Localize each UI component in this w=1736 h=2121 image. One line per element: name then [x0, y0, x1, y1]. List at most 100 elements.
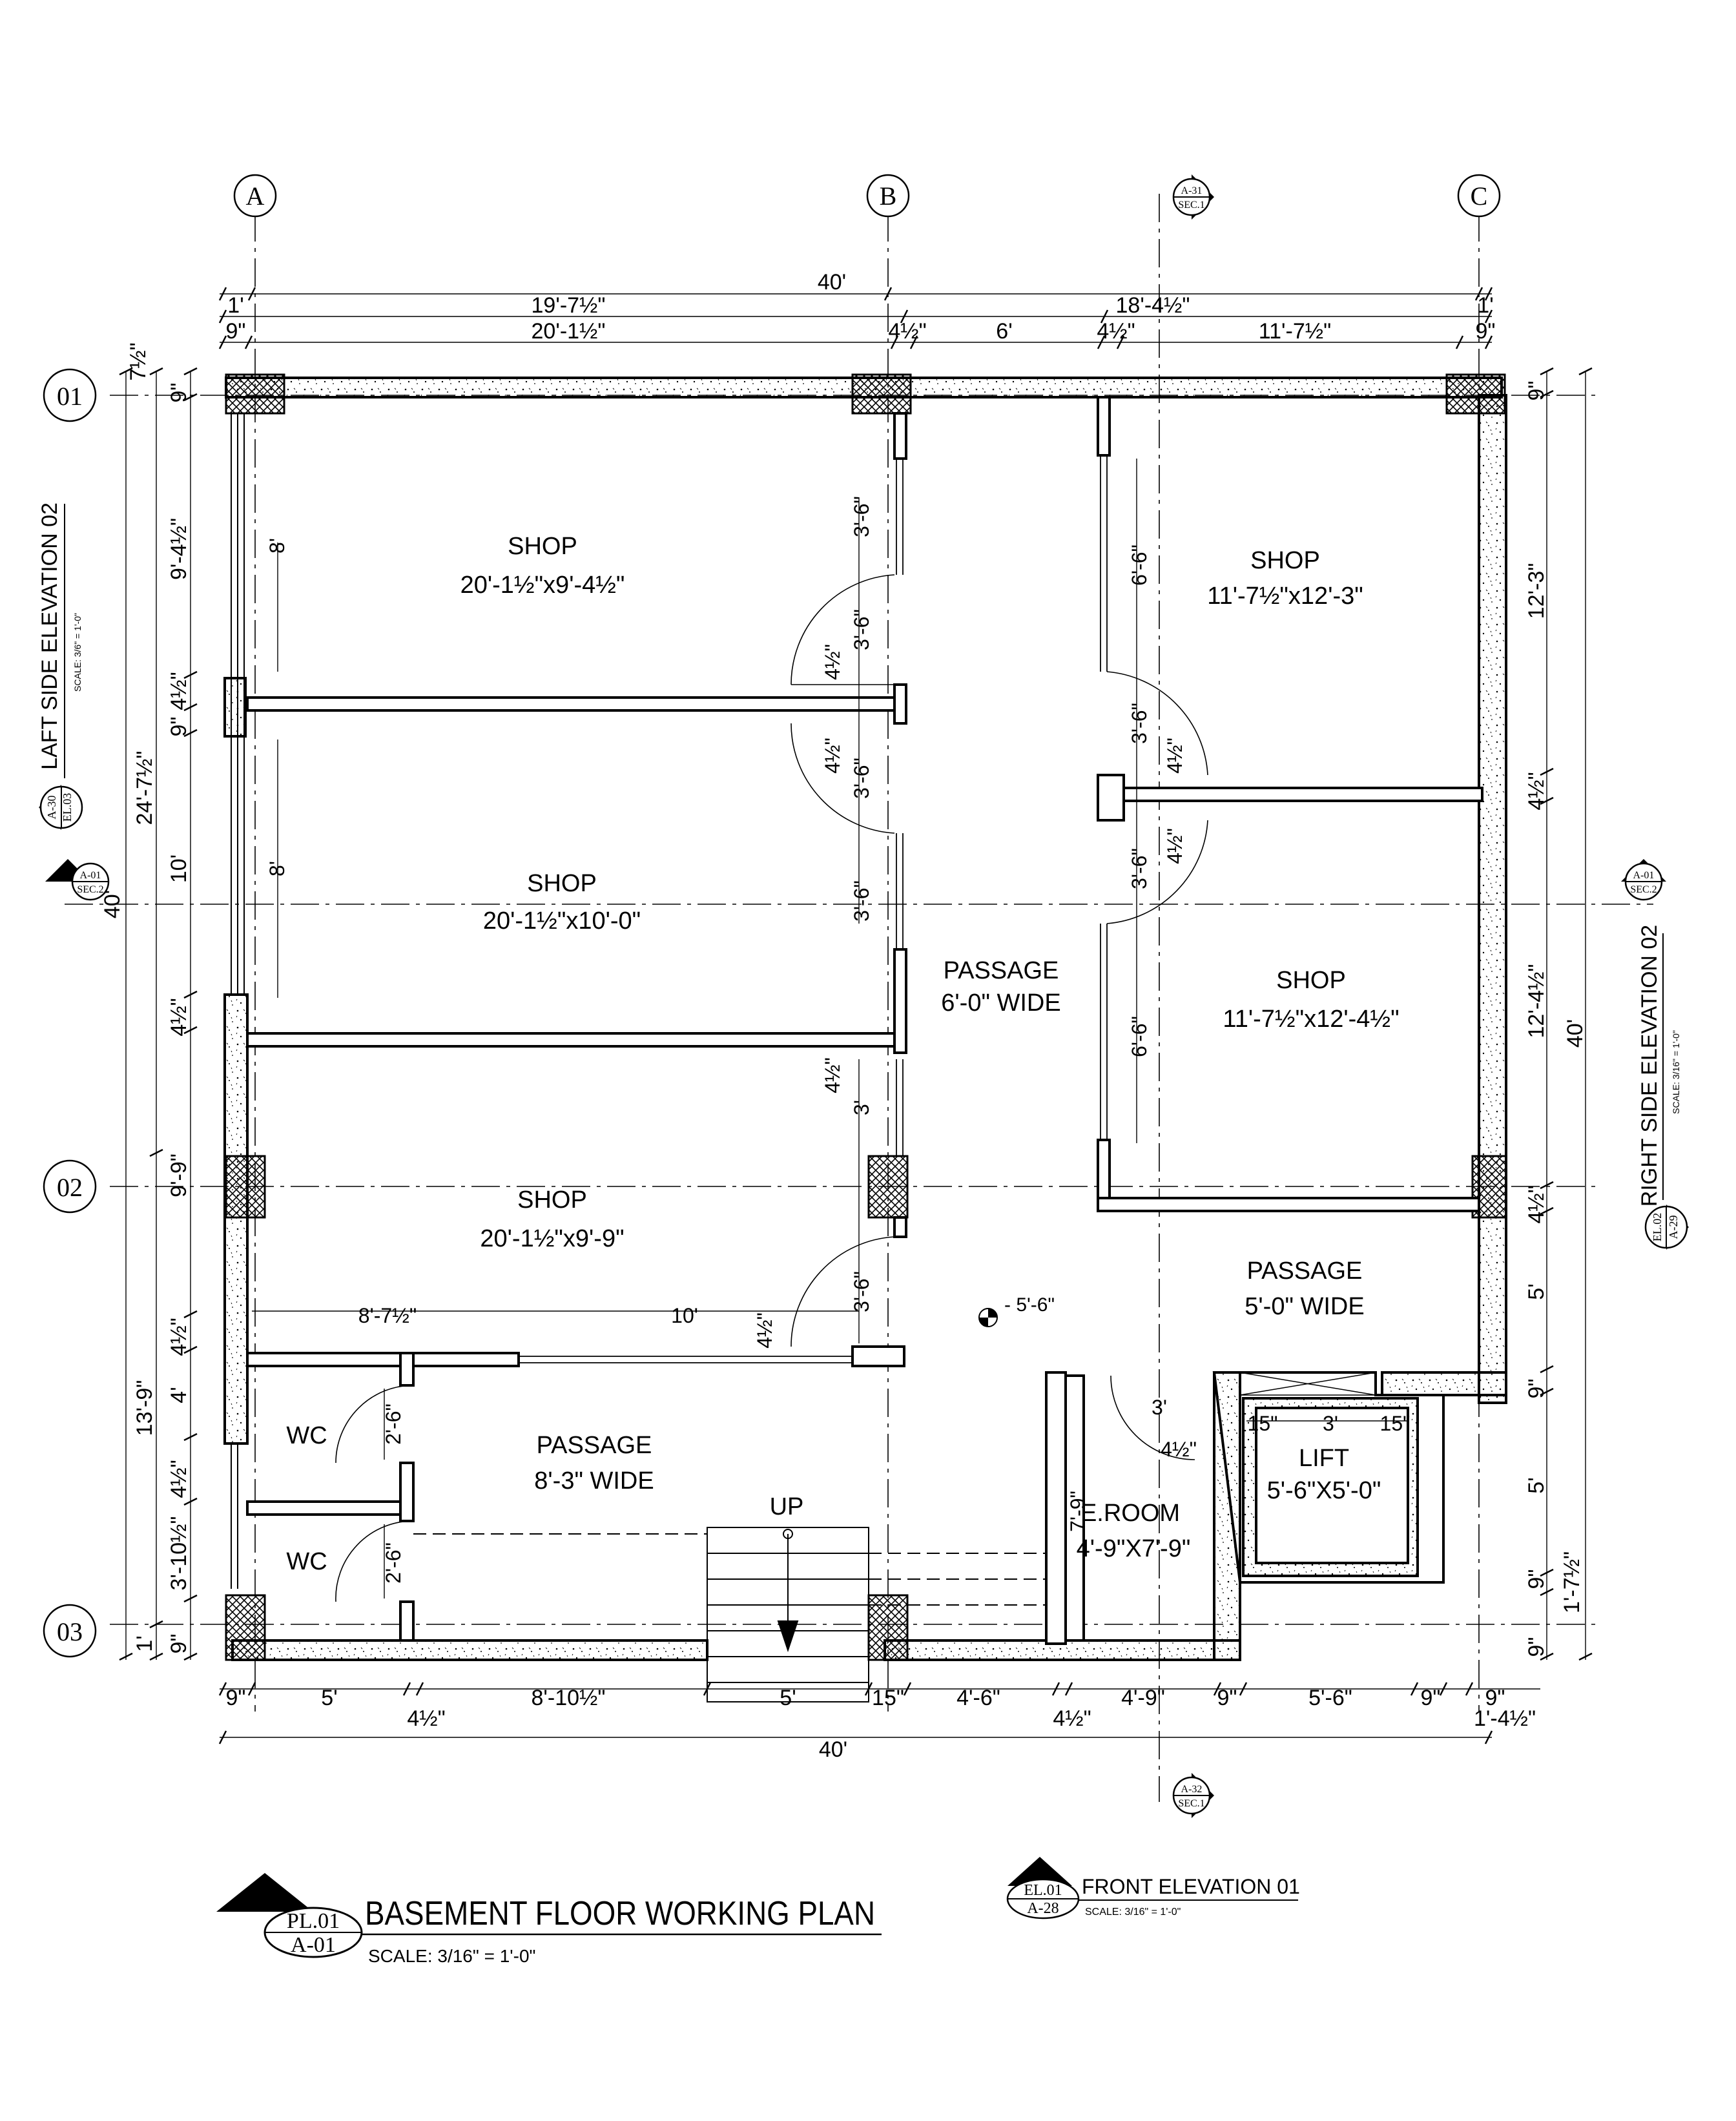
svg-text:10': 10' [671, 1304, 698, 1327]
svg-text:3': 3' [850, 1100, 873, 1115]
svg-text:3': 3' [1152, 1396, 1167, 1419]
svg-text:A-32: A-32 [1181, 1784, 1203, 1795]
svg-text:1'-7½": 1'-7½" [1560, 1551, 1584, 1613]
passage-bottom-size: 8'-3" WIDE [534, 1467, 654, 1495]
grid-bubble-03: 03 [43, 1604, 97, 1658]
svg-text:4½": 4½" [1161, 1438, 1197, 1461]
svg-text:EL.03: EL.03 [61, 793, 74, 822]
svg-text:SEC.2: SEC.2 [77, 884, 103, 895]
plan-scale: SCALE: 3/16" = 1'-0" [368, 1946, 535, 1966]
svg-text:7'-9": 7'-9" [1066, 1491, 1090, 1532]
svg-text:20'-1½": 20'-1½" [532, 319, 606, 344]
svg-text:6'-6": 6'-6" [1128, 544, 1151, 586]
section-marker-right: A-01 SEC.2 [1621, 859, 1666, 901]
dim-text-interior: 8' 8' 3'-6" 3'-6" 4½" 4½" 3'-6" 3'-6" 4½… [265, 496, 1410, 1584]
svg-text:9": 9" [1524, 1637, 1549, 1657]
svg-text:4½": 4½" [753, 1312, 776, 1349]
dim-text-bottom: 9" 5' 4½" 8'-10½" 5' 15" 4'-6" 4½" 4'-9"… [226, 1686, 1536, 1762]
svg-text:4½": 4½" [167, 998, 191, 1036]
svg-text:40': 40' [819, 1737, 847, 1762]
dimension-ticks [119, 287, 1593, 1744]
columns [225, 373, 1507, 1661]
staircase[interactable] [413, 1527, 1046, 1702]
svg-text:B: B [880, 181, 897, 211]
svg-text:1': 1' [227, 293, 243, 318]
lift-door [1239, 1372, 1376, 1396]
svg-text:40': 40' [100, 890, 125, 918]
svg-text:9'-4½": 9'-4½" [167, 518, 191, 580]
svg-text:4½": 4½" [407, 1706, 445, 1731]
grid-bubble-a: A [233, 174, 277, 218]
svg-text:8'-10½": 8'-10½" [532, 1686, 606, 1710]
shop4-name: SHOP [1250, 547, 1320, 574]
svg-text:1'-4½": 1'-4½" [1474, 1706, 1536, 1731]
svg-text:5': 5' [1524, 1477, 1549, 1493]
window-lines [519, 455, 1108, 1363]
svg-text:EL.01: EL.01 [1024, 1882, 1062, 1899]
svg-text:A: A [246, 181, 265, 211]
shop4-size: 11'-7½"x12'-3" [1207, 583, 1363, 610]
dim-text-top: 40' 1' 19'-7½" 18'-4½" 1' 9" 20'-1½" 4½"… [226, 270, 1496, 344]
svg-text:15": 15" [872, 1686, 904, 1710]
svg-text:9": 9" [1476, 319, 1496, 344]
svg-text:3'-6": 3'-6" [850, 758, 873, 799]
passage-right-size: 5'-0" WIDE [1245, 1293, 1364, 1320]
svg-text:A-30: A-30 [45, 796, 58, 820]
passage-main-name: PASSAGE [944, 957, 1059, 984]
svg-text:4½": 4½" [888, 319, 926, 344]
svg-text:2'-6": 2'-6" [382, 1542, 405, 1584]
svg-text:2'-6": 2'-6" [382, 1403, 405, 1445]
stair-up-label: UP [770, 1493, 804, 1520]
shop2-size: 20'-1½"x10'-0" [483, 907, 641, 935]
front-elevation-block: EL.01 A-28 FRONT ELEVATION 01 SCALE: 3/1… [1006, 1857, 1300, 1919]
svg-text:4½": 4½" [1053, 1706, 1091, 1731]
eroom-size: 4'-9"X7'-9" [1077, 1535, 1191, 1562]
svg-text:3'-6": 3'-6" [850, 496, 873, 537]
svg-text:3'-6": 3'-6" [850, 1271, 873, 1312]
dimension-lines [125, 293, 1586, 1738]
room-labels: SHOP 20'-1½"x9'-4½" SHOP 20'-1½"x10'-0" … [286, 533, 1399, 1575]
svg-text:4½": 4½" [1524, 1185, 1549, 1223]
svg-text:12'-3": 12'-3" [1524, 563, 1549, 619]
shop5-size: 11'-7½"x12'-4½" [1223, 1006, 1399, 1033]
svg-text:19'-7½": 19'-7½" [532, 293, 606, 318]
svg-text:4½": 4½" [821, 644, 844, 680]
svg-text:9": 9" [226, 319, 246, 344]
left-elevation-label: A-30 EL.03 LAFT SIDE ELEVATION 02 SCALE:… [37, 502, 83, 830]
shop3-size: 20'-1½"x9'-9" [480, 1225, 624, 1252]
svg-text:9": 9" [167, 1634, 191, 1654]
svg-text:15": 15" [1248, 1412, 1278, 1435]
svg-text:3'-10½": 3'-10½" [167, 1516, 191, 1591]
partition-walls [246, 396, 1483, 1642]
svg-text:9": 9" [226, 1686, 246, 1710]
svg-text:9": 9" [1485, 1686, 1505, 1710]
grid-bubble-02: 02 [43, 1159, 97, 1214]
svg-text:4'-6": 4'-6" [956, 1686, 1000, 1710]
svg-text:8': 8' [265, 861, 289, 876]
grid-bubble-01: 01 [43, 368, 97, 422]
svg-text:6': 6' [996, 319, 1012, 344]
svg-text:- 5'-6": - 5'-6" [1004, 1294, 1055, 1316]
svg-text:4½": 4½" [1163, 828, 1186, 864]
svg-text:SCALE: 3/16" = 1'-0": SCALE: 3/16" = 1'-0" [1085, 1907, 1181, 1918]
svg-text:SEC.2: SEC.2 [1630, 884, 1657, 895]
svg-text:9": 9" [1524, 381, 1549, 401]
section-marker-left: A-01 SEC.2 [45, 859, 110, 901]
title-block: PL.01 A-01 BASEMENT FLOOR WORKING PLAN S… [216, 1873, 882, 1966]
wc1-name: WC [286, 1422, 327, 1449]
passage-main-size: 6'-0" WIDE [941, 989, 1060, 1017]
right-elevation-label: EL.02 A-29 RIGHT SIDE ELEVATION 02 SCALE… [1637, 925, 1689, 1250]
svg-text:FRONT ELEVATION 01: FRONT ELEVATION 01 [1082, 1875, 1300, 1898]
svg-text:1': 1' [1477, 293, 1493, 318]
svg-text:9": 9" [1524, 1569, 1549, 1589]
passage-bottom-name: PASSAGE [537, 1432, 652, 1459]
level-marker: - 5'-6" [978, 1294, 1055, 1327]
svg-text:12'-4½": 12'-4½" [1524, 964, 1549, 1039]
section-marker-top: A-31 SEC.1 [1172, 174, 1214, 220]
svg-text:4½": 4½" [1163, 738, 1186, 774]
plan-tag-top: PL.01 [287, 1909, 340, 1933]
svg-text:SCALE: 3/6" = 1'-0": SCALE: 3/6" = 1'-0" [72, 613, 83, 692]
svg-text:9": 9" [1421, 1686, 1441, 1710]
svg-text:4'-9": 4'-9" [1121, 1686, 1165, 1710]
